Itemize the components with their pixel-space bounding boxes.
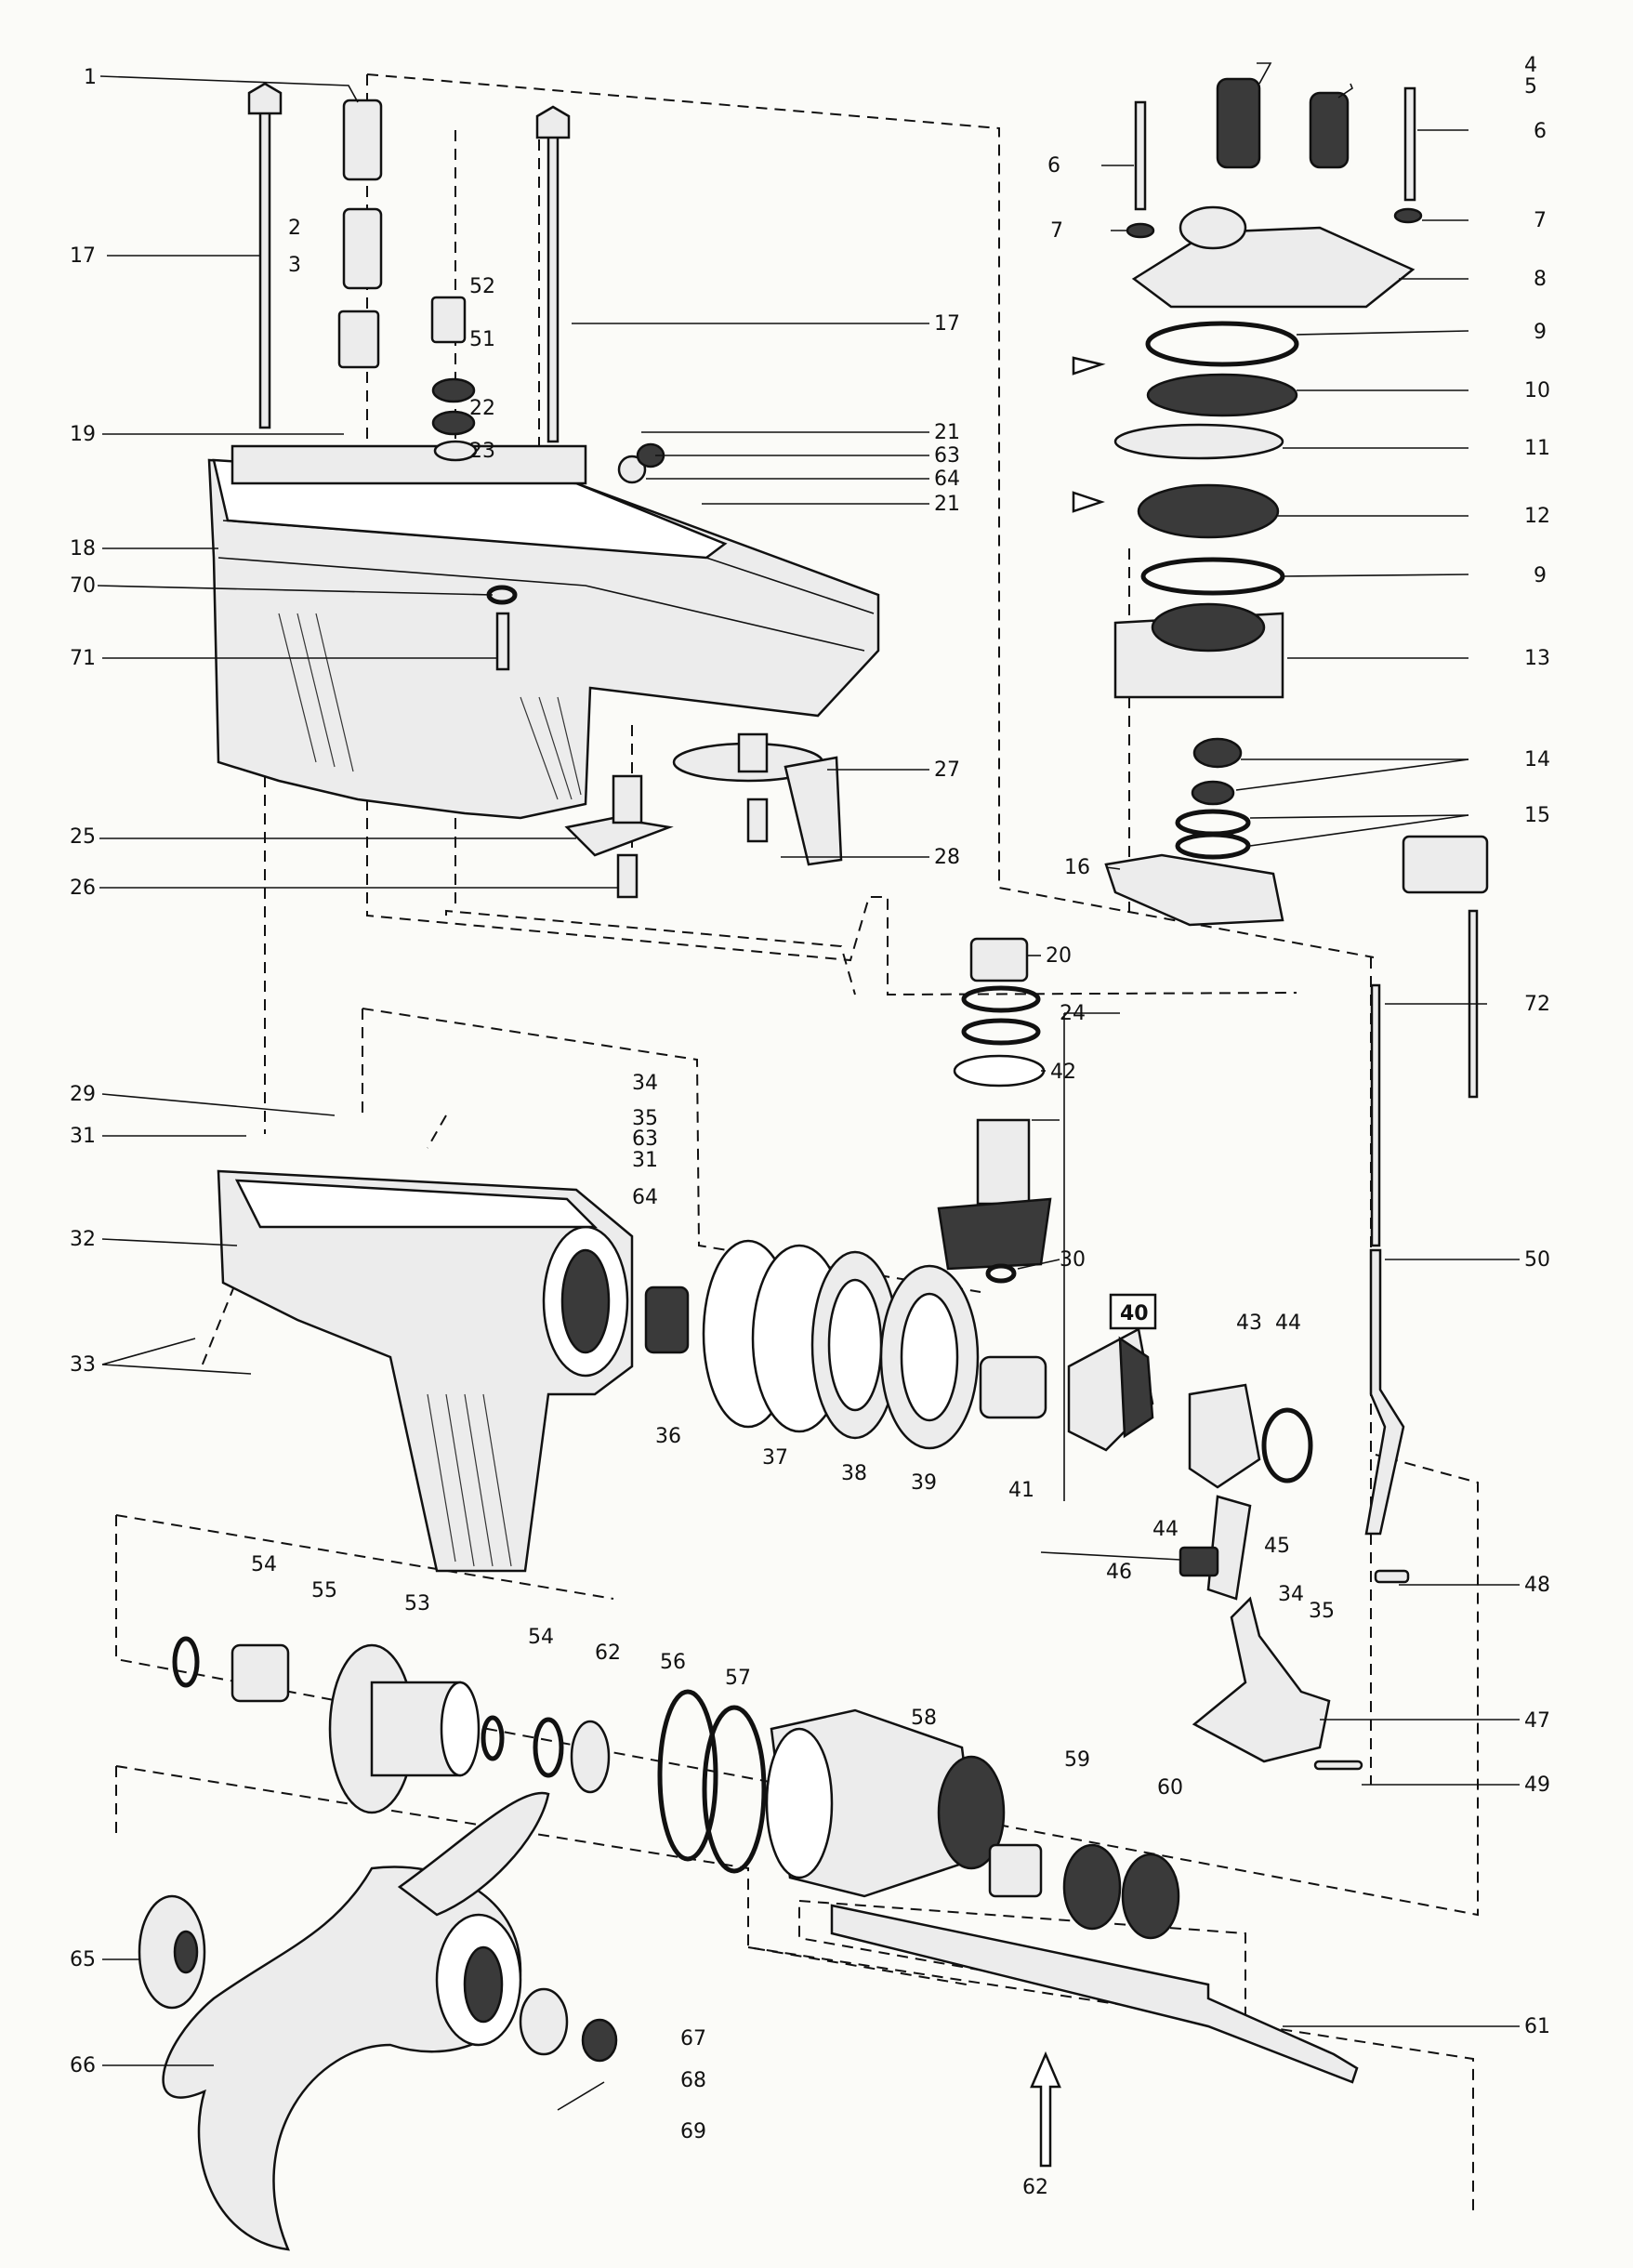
leader-lines bbox=[97, 62, 1520, 2066]
callout-47: 47 bbox=[1524, 1709, 1550, 1733]
callout-38: 38 bbox=[841, 1462, 867, 1485]
propeller bbox=[138, 1791, 618, 2251]
callout-3: 3 bbox=[288, 254, 301, 277]
callout-2: 2 bbox=[288, 217, 301, 240]
shift-mechanism bbox=[1179, 1383, 1410, 1771]
callout-4: 4 bbox=[1524, 54, 1537, 77]
drive-shaft-parts bbox=[247, 82, 843, 899]
callout-6b: 6 bbox=[1534, 120, 1547, 143]
callout-44b: 44 bbox=[1152, 1518, 1179, 1541]
callout-34b: 34 bbox=[1278, 1583, 1304, 1606]
callout-labels: 1 2 3 4 5 6 6 7 7 8 9 10 11 12 9 13 14 1… bbox=[70, 54, 1550, 2199]
callout-55: 55 bbox=[311, 1579, 337, 1602]
callout-40: 40 bbox=[1120, 1302, 1149, 1325]
callout-66: 66 bbox=[70, 2054, 96, 2077]
callout-59: 59 bbox=[1064, 1748, 1090, 1772]
callout-48: 48 bbox=[1524, 1574, 1550, 1597]
callout-19: 19 bbox=[70, 423, 96, 446]
callout-15: 15 bbox=[1524, 804, 1550, 827]
callout-67: 67 bbox=[680, 2027, 706, 2050]
callout-26: 26 bbox=[70, 877, 96, 900]
callout-33: 33 bbox=[70, 1353, 96, 1377]
callout-31: 31 bbox=[70, 1125, 96, 1148]
callout-43: 43 bbox=[1236, 1312, 1262, 1335]
callout-44: 44 bbox=[1275, 1312, 1301, 1335]
callout-54: 54 bbox=[251, 1553, 277, 1576]
callout-18: 18 bbox=[70, 537, 96, 560]
callout-17b: 17 bbox=[934, 312, 960, 336]
callout-62: 62 bbox=[595, 1642, 621, 1665]
callout-6: 6 bbox=[1047, 154, 1060, 178]
callout-61: 61 bbox=[1524, 2015, 1550, 2038]
callout-20: 20 bbox=[1046, 944, 1072, 968]
callout-12: 12 bbox=[1524, 505, 1550, 528]
callout-72: 72 bbox=[1524, 993, 1550, 1016]
callout-51: 51 bbox=[469, 328, 495, 351]
callout-64b: 64 bbox=[632, 1186, 658, 1209]
callout-63b: 63 bbox=[632, 1127, 658, 1151]
callout-57: 57 bbox=[725, 1667, 751, 1690]
callout-40-box bbox=[1109, 1293, 1157, 1330]
callout-10: 10 bbox=[1524, 379, 1550, 402]
callout-53: 53 bbox=[404, 1592, 430, 1615]
callout-70: 70 bbox=[70, 574, 96, 598]
callout-7b: 7 bbox=[1534, 209, 1547, 232]
callout-46: 46 bbox=[1106, 1561, 1132, 1584]
callout-31b: 31 bbox=[632, 1149, 658, 1172]
callout-5: 5 bbox=[1524, 75, 1537, 99]
water-pump-parts bbox=[1072, 77, 1423, 927]
upper-gear-housing bbox=[207, 444, 880, 820]
callout-39: 39 bbox=[911, 1471, 937, 1495]
callout-14: 14 bbox=[1524, 748, 1550, 771]
callout-30: 30 bbox=[1060, 1248, 1086, 1272]
callout-22: 22 bbox=[469, 397, 495, 420]
callout-64: 64 bbox=[934, 468, 960, 491]
pinion-and-bearings bbox=[644, 937, 1154, 1452]
callout-68: 68 bbox=[680, 2069, 706, 2092]
callout-23: 23 bbox=[469, 440, 495, 463]
callout-9b: 9 bbox=[1534, 564, 1547, 587]
callout-28: 28 bbox=[934, 846, 960, 869]
callout-69: 69 bbox=[680, 2120, 706, 2143]
callout-71: 71 bbox=[70, 647, 96, 670]
callout-56: 56 bbox=[660, 1651, 686, 1674]
lower-gear-housing bbox=[217, 1169, 634, 1573]
shift-rod-parts bbox=[1364, 835, 1489, 1536]
callout-7: 7 bbox=[1050, 219, 1063, 243]
callout-32: 32 bbox=[70, 1228, 96, 1251]
callout-13: 13 bbox=[1524, 647, 1550, 670]
callout-35: 35 bbox=[632, 1107, 658, 1130]
callout-63: 63 bbox=[934, 444, 960, 468]
callout-52: 52 bbox=[469, 275, 495, 298]
callout-54b: 54 bbox=[528, 1626, 554, 1649]
callout-9: 9 bbox=[1534, 321, 1547, 344]
callout-49: 49 bbox=[1524, 1774, 1550, 1797]
callout-29: 29 bbox=[70, 1083, 96, 1106]
callout-60: 60 bbox=[1157, 1776, 1183, 1800]
callout-37: 37 bbox=[762, 1446, 788, 1470]
callout-36: 36 bbox=[655, 1425, 681, 1448]
callout-62b: 62 bbox=[1022, 2176, 1048, 2199]
callout-21b: 21 bbox=[934, 493, 960, 516]
callout-1: 1 bbox=[84, 66, 97, 89]
callout-45: 45 bbox=[1264, 1535, 1290, 1558]
callout-58: 58 bbox=[911, 1707, 937, 1730]
callout-27: 27 bbox=[934, 758, 960, 782]
callout-11: 11 bbox=[1524, 437, 1550, 460]
callout-8: 8 bbox=[1534, 268, 1547, 291]
callout-35b: 35 bbox=[1309, 1600, 1335, 1623]
callout-16: 16 bbox=[1064, 856, 1090, 879]
callout-24: 24 bbox=[1060, 1002, 1086, 1025]
callout-25: 25 bbox=[70, 825, 96, 849]
callout-65: 65 bbox=[70, 1948, 96, 1971]
callout-42: 42 bbox=[1050, 1061, 1076, 1084]
propeller-shaft-assembly bbox=[172, 1636, 1359, 2168]
callout-21: 21 bbox=[934, 421, 960, 444]
callout-34: 34 bbox=[632, 1072, 658, 1095]
callout-50: 50 bbox=[1524, 1248, 1550, 1272]
callout-41: 41 bbox=[1008, 1479, 1034, 1502]
callout-17: 17 bbox=[70, 244, 96, 268]
